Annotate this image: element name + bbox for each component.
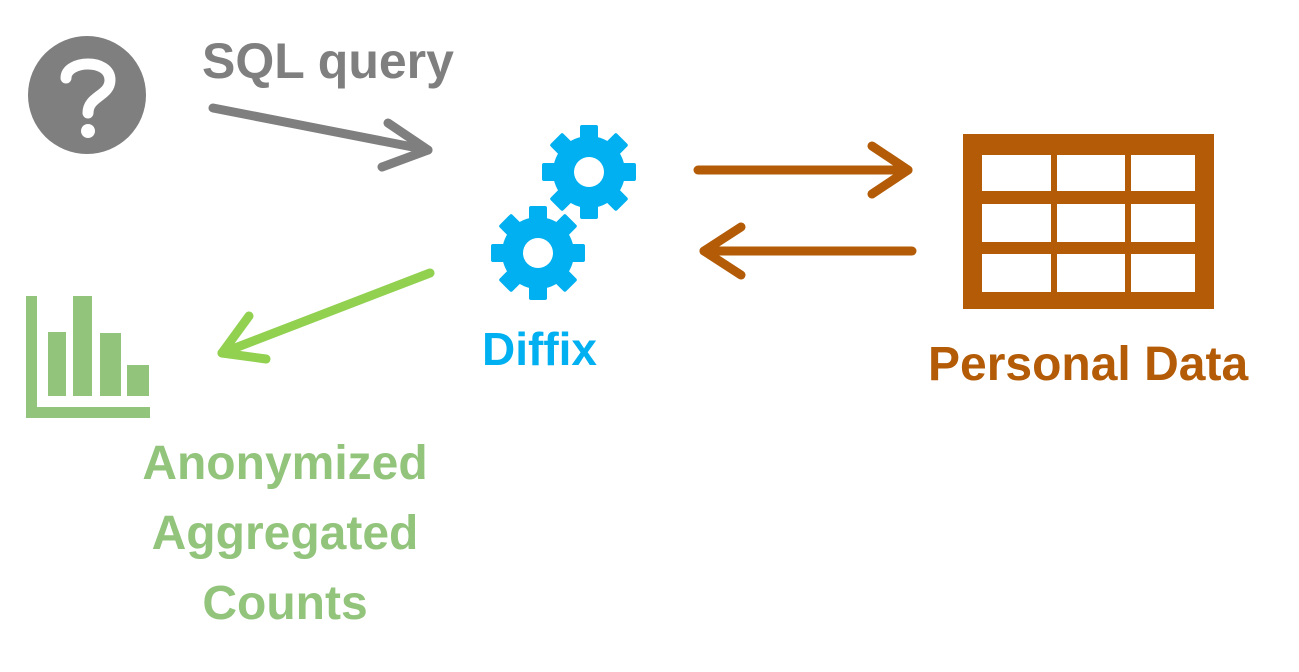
bar-chart-icon [26,296,150,418]
output-arrow [217,268,435,364]
gear-icon-top [542,125,636,219]
table-icon [963,134,1214,309]
anonymized-counts-label: Anonymized Aggregated Counts [120,440,450,650]
counts-label-line-1: Anonymized [142,437,428,490]
question-icon [28,36,146,154]
counts-label-line-2: Aggregated [151,507,419,560]
sql-query-label: SQL query [202,33,454,89]
response-arrow [699,222,917,280]
query-arrow [208,103,433,172]
request-arrow [693,141,913,199]
gears-icon [491,125,636,300]
counts-label-line-3: Counts [202,577,368,630]
personal-data-label: Personal Data [928,338,1249,391]
gear-icon-bottom [491,206,585,300]
diffix-label: Diffix [482,323,597,375]
